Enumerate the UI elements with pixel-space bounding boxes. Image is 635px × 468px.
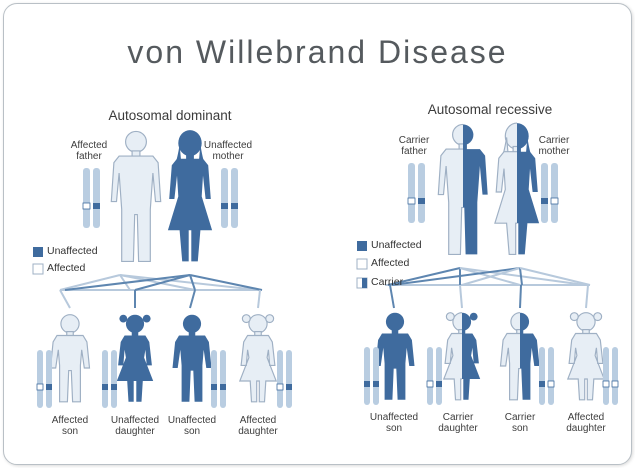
unaffected-son-figure	[172, 314, 212, 402]
recessive-child-chromosomes	[364, 347, 619, 405]
dominant-connectors	[59, 274, 263, 309]
dominant-legend-unaffected: Unaffected	[47, 245, 98, 257]
unaffected-daughter-figure	[116, 314, 154, 402]
unaffected-son-figure-recessive	[375, 312, 415, 400]
recessive-connectors	[385, 267, 591, 309]
dominant-panel-title: Autosomal dominant	[108, 108, 232, 123]
dominant-legend-affected: Affected	[47, 262, 86, 274]
affected-daughter-figure	[239, 314, 277, 403]
dominant-child-chromosomes	[36, 350, 292, 408]
recessive-panel-title: Autosomal recessive	[427, 102, 553, 117]
recessive-legend-affected: Affected	[371, 257, 410, 269]
page-title: von Willebrand Disease	[127, 34, 508, 70]
affected-son-figure	[49, 314, 91, 403]
carrier-daughter-figure	[443, 312, 481, 401]
carrier-son-figure	[499, 312, 540, 401]
carrier-father-chromosomes	[407, 163, 425, 223]
father-chromosomes	[82, 168, 100, 228]
recessive-legend-unaffected: Unaffected	[371, 239, 422, 251]
dominant-legend-swatches	[32, 247, 44, 275]
affected-daughter-figure-recessive	[567, 312, 605, 401]
carrier-mother-chromosomes	[541, 163, 559, 223]
mother-chromosomes	[221, 168, 238, 228]
recessive-legend-carrier: Carrier	[371, 276, 404, 288]
recessive-legend-swatches	[356, 241, 368, 289]
